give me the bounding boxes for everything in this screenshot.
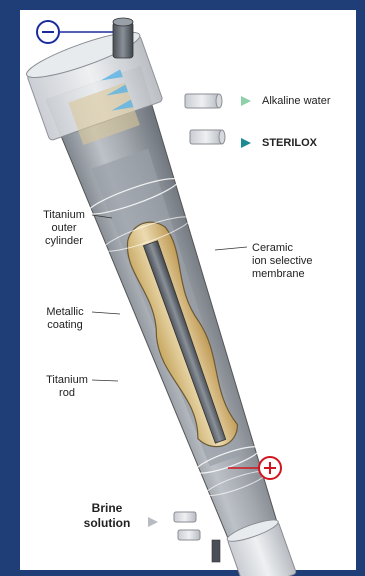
top-electrode	[113, 18, 133, 58]
brine-solution-label: Brine solution	[70, 501, 144, 531]
inlet-pipes	[174, 512, 200, 540]
titanium-rod-label: Titanium rod	[40, 374, 94, 400]
bottom-electrode	[212, 540, 220, 562]
alkaline-water-arrow-icon	[241, 96, 251, 106]
alkaline-water-label: Alkaline water	[262, 95, 330, 108]
ceramic-membrane-label: Ceramic ion selective membrane	[252, 242, 342, 281]
brine-arrow-icon	[148, 517, 158, 527]
outlet-pipes	[185, 94, 225, 144]
sterilox-arrow-icon	[241, 138, 251, 148]
metallic-coating-label: Metallic coating	[36, 306, 94, 332]
titanium-outer-cylinder-label: Titanium outer cylinder	[30, 209, 98, 248]
sterilox-label: STERILOX	[262, 137, 317, 150]
